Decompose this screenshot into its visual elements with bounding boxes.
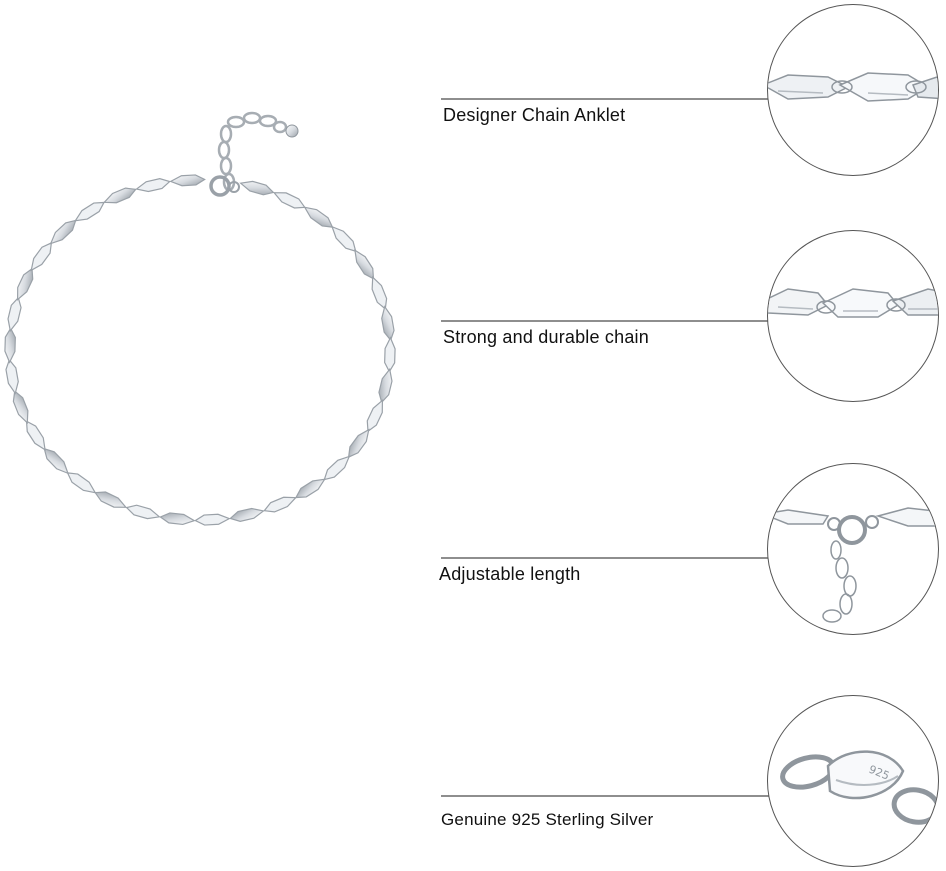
feature-line-1 [441, 98, 771, 100]
chain-link [378, 367, 393, 404]
chain-link [5, 358, 19, 395]
chain-link [74, 201, 106, 222]
detail-circle-clasp [767, 463, 939, 635]
chain-link [366, 399, 384, 433]
chain-link [294, 478, 326, 499]
chain-link [25, 420, 46, 451]
detail-circle-durable [767, 230, 939, 402]
detail-circle-stamp: 925 [767, 695, 939, 867]
feature-label-durable: Strong and durable chain [443, 327, 649, 347]
chain-link [7, 296, 22, 333]
chain-link [381, 305, 395, 342]
chain-link [102, 187, 137, 204]
chain-link [169, 174, 206, 187]
feature-line-2 [441, 320, 771, 322]
chain-link [371, 275, 388, 310]
chain-link [66, 472, 97, 494]
chain-link [194, 513, 231, 526]
chain-link [16, 267, 34, 301]
clasp [209, 175, 231, 197]
chain-link [229, 507, 265, 522]
chain-link [263, 496, 298, 513]
chain-link [12, 390, 29, 425]
feature-line-3 [441, 557, 771, 559]
feature-label-adjustable: Adjustable length [439, 564, 581, 584]
anklet-photo [4, 111, 396, 526]
chain-link [303, 206, 334, 228]
extender-chain [217, 111, 288, 192]
chain-links [4, 174, 396, 526]
chain-link [347, 428, 370, 459]
chain-link [239, 180, 275, 196]
chain-link [159, 512, 196, 526]
chain-link [135, 178, 171, 193]
extender-ball [285, 124, 299, 138]
chain-link [354, 249, 375, 280]
feature-label-designer: Designer Chain Anklet [443, 105, 626, 125]
feature-label-silver: Genuine 925 Sterling Silver [441, 810, 654, 829]
chain-link [4, 327, 16, 364]
chain-link [125, 504, 161, 520]
chain-link [384, 336, 396, 373]
detail-circle-chain [767, 4, 939, 176]
chain-link [94, 491, 128, 508]
chain-link [30, 241, 53, 272]
feature-line-4 [441, 795, 771, 797]
chain-link [272, 192, 306, 209]
